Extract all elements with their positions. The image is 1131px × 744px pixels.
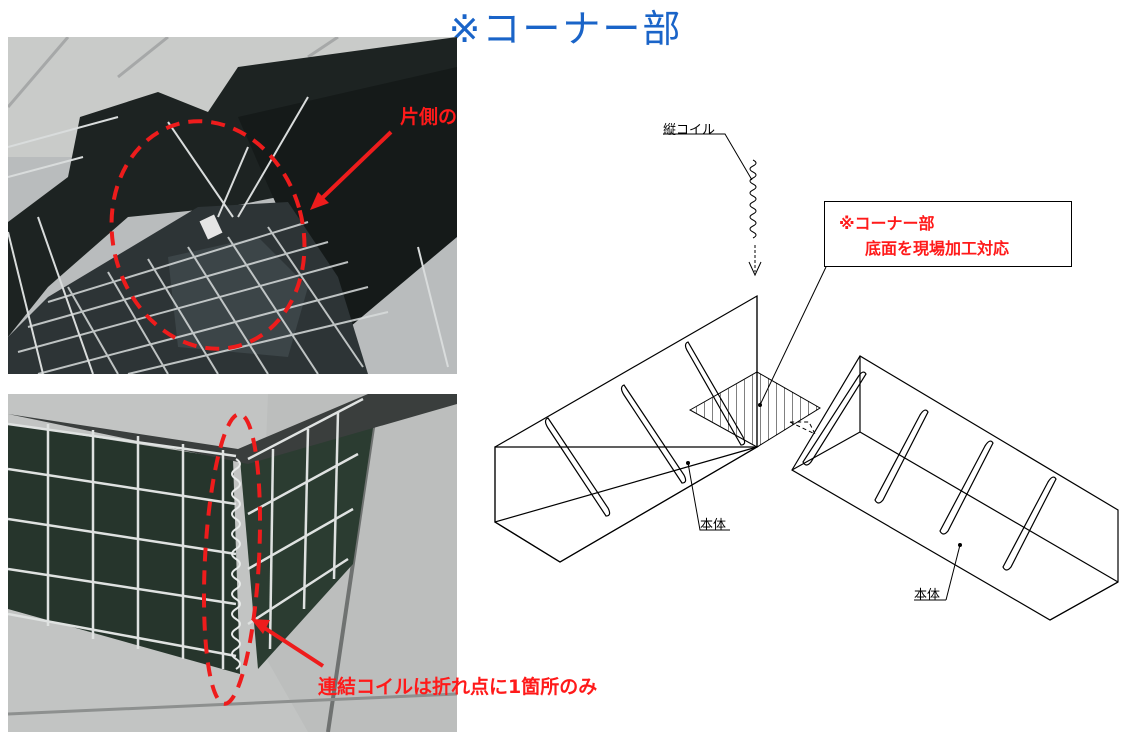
top-photo-callout: 片側の <box>400 106 458 128</box>
left-body-front <box>494 446 760 563</box>
page-title: ※コーナー部 <box>448 7 683 51</box>
corner-note-detail: 底面を現場加工対応 <box>865 239 1010 258</box>
corner-note-title: ※コーナー部 <box>839 214 935 233</box>
corner-bottom-hatch <box>688 371 821 448</box>
vertical-coil-label: 縦コイル <box>663 123 716 138</box>
corner-note-box: ※コーナー部 底面を現場加工対応 <box>824 201 1072 267</box>
corner-assembly-diagram <box>494 133 1119 621</box>
body-label-left: 本体 <box>700 518 727 533</box>
bottom-photo-callout: 連結コイルは折れ点に1箇所のみ <box>318 676 598 698</box>
coil-highlight-ellipse <box>201 412 263 706</box>
corner-interior-photo <box>8 37 457 374</box>
corner-exterior-photo <box>8 394 457 732</box>
body-label-right: 本体 <box>914 588 941 603</box>
